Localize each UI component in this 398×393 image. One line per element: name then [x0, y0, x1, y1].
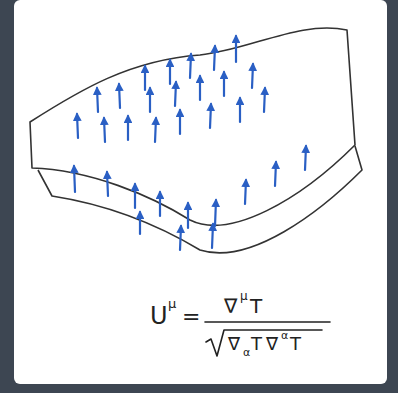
nabla-symbol: ∇ [228, 335, 240, 353]
index: α [281, 330, 288, 341]
sheets [30, 28, 362, 253]
arrow [190, 54, 191, 78]
arrow [144, 66, 146, 90]
arrow [214, 46, 215, 70]
card [14, 0, 387, 384]
arrow [134, 184, 136, 208]
arrow [77, 114, 78, 138]
formula-strokes [205, 322, 330, 356]
arrow [199, 76, 201, 100]
arrow [97, 88, 98, 112]
arrow [175, 82, 176, 106]
arrow [239, 98, 241, 122]
arrow [159, 192, 161, 216]
normal-vectors [74, 36, 306, 250]
scalar-symbol: T [290, 335, 301, 353]
arrow [212, 224, 213, 248]
upper-sheet [30, 28, 355, 225]
arrow [252, 64, 253, 88]
index: α [243, 347, 250, 358]
equals-sign: = [182, 306, 200, 328]
scalar-symbol: T [251, 335, 262, 353]
arrow [155, 118, 156, 142]
arrow [149, 88, 151, 112]
arrow [107, 172, 108, 196]
arrow [223, 72, 225, 96]
arrow [264, 88, 265, 112]
arrow [305, 146, 306, 170]
index: μ [240, 290, 248, 302]
arrow [127, 116, 129, 140]
vector-symbol: U [150, 304, 168, 328]
lower-sheet [38, 146, 362, 253]
arrow [187, 203, 189, 228]
fraction-bar [205, 321, 330, 323]
arrow [210, 104, 211, 128]
arrow [74, 166, 75, 192]
arrow [245, 180, 246, 204]
arrow [215, 200, 216, 226]
index: μ [168, 297, 176, 310]
arrow [139, 212, 141, 234]
arrow [179, 110, 181, 134]
nabla-symbol: ∇ [224, 296, 237, 316]
arrow [235, 36, 237, 62]
nabla-symbol: ∇ [266, 335, 278, 353]
arrow [169, 60, 171, 84]
scalar-symbol: T [250, 296, 262, 316]
arrow [275, 162, 276, 186]
arrow [104, 118, 105, 142]
arrow [119, 84, 120, 108]
arrow [180, 226, 181, 250]
square-root-sign [206, 330, 322, 356]
